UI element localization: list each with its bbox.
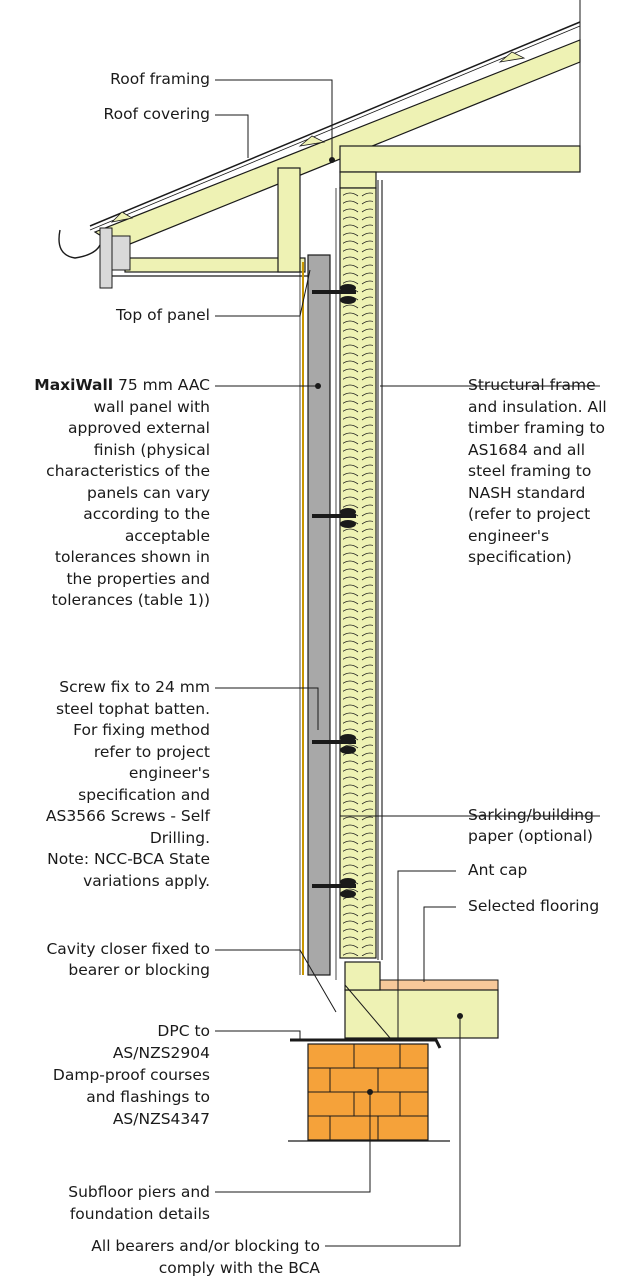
selected-flooring-label: Selected flooring (468, 897, 600, 915)
top-of-panel-label: Top of panel (116, 306, 210, 324)
screw-fix-label: Screw fix to 24 mm steel tophat batten. … (45, 678, 210, 890)
aac-panel (299, 254, 331, 976)
roof-covering-label: Roof covering (103, 105, 210, 123)
bearers-label: All bearers and/or blocking to comply wi… (91, 1237, 320, 1277)
brand-name: MaxiWall (34, 376, 114, 394)
tophat-battens (312, 284, 356, 898)
ant-cap-label: Ant cap (468, 861, 528, 879)
sarking-label: Sarking/building paper (optional) (468, 806, 594, 845)
subfloor-label: Subfloor piers and foundation details (68, 1183, 210, 1223)
leader-lines (215, 79, 600, 1247)
roof-framing-label: Roof framing (110, 70, 210, 88)
roof-covering (89, 21, 581, 231)
wall-frame-insulation (335, 180, 383, 980)
dpc-label: DPC to AS/NZS2904 Damp-proof courses and… (52, 1022, 210, 1128)
floor-structure (290, 961, 499, 1049)
cavity-closer-label: Cavity closer fixed to bearer or blockin… (46, 940, 210, 979)
structural-frame-label: Structural frame and insulation. All tim… (468, 376, 607, 566)
maxiwall-label: MaxiWall 75 mm AAC wall panel with appro… (34, 376, 210, 609)
gutter-fascia (58, 227, 131, 289)
